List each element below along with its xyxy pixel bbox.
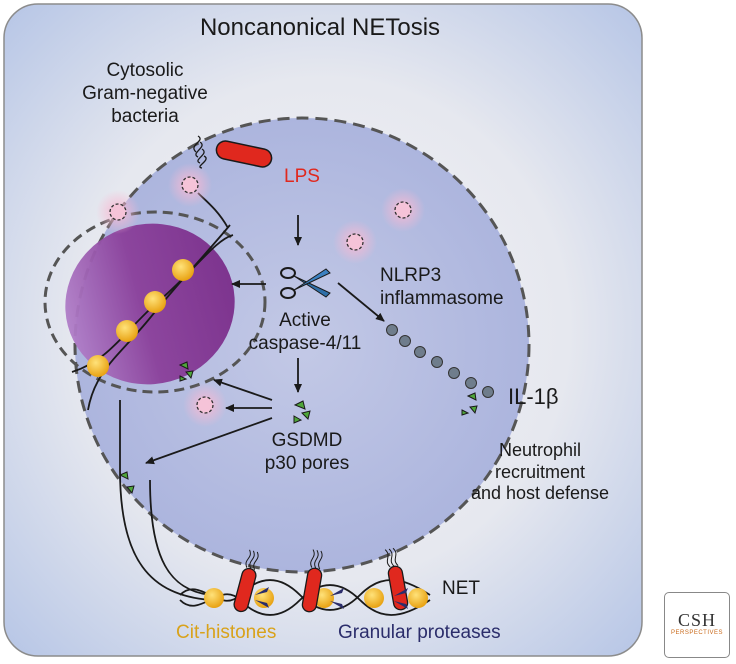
neutrophil-label: Neutrophil recruitment and host defense [470, 440, 610, 504]
gsdmd-pore [461, 392, 478, 416]
scissors-icon [280, 267, 331, 299]
lps-particle [96, 190, 140, 234]
histone-bead [172, 259, 194, 281]
granular-proteases-label: Granular proteases [338, 622, 501, 643]
nucleus-envelope [43, 210, 267, 394]
histone-bead [116, 320, 138, 342]
lps-label: LPS [284, 166, 320, 187]
net-bacterium [233, 549, 259, 613]
logo-top-text: CSH [677, 610, 716, 630]
net-bacterium [301, 549, 323, 613]
gsdmd-label: GSDMD p30 pores [264, 430, 350, 474]
arrow-gsdmd-to-membrane [145, 417, 273, 465]
dna-strand [149, 479, 211, 596]
diagram-title: Noncanonical NETosis [199, 14, 441, 41]
histone-bead [87, 355, 109, 377]
lps-particle [333, 220, 377, 264]
net-label: NET [442, 578, 480, 599]
bacterium-icon [193, 135, 273, 169]
il1b-chain [386, 324, 494, 398]
caspase-label: Active caspase-4/11 [248, 310, 362, 354]
bacteria-label: Cytosolic Gram-negative bacteria [82, 60, 208, 127]
gsdmd-pore [118, 471, 135, 495]
gsdmd-pore [178, 361, 194, 382]
lps-particle [183, 383, 227, 427]
net-chromatin [179, 579, 431, 616]
chromatin-strand [87, 224, 231, 411]
net-bacterium [384, 547, 409, 611]
arrow-to-nlrp3 [337, 282, 385, 322]
arrow-gsdmd-to-nucleus [213, 378, 273, 401]
lps-particle [168, 163, 212, 207]
protease-scissors-icon [255, 587, 408, 609]
gsdmd-pore [293, 400, 311, 424]
dna-strand [119, 400, 211, 601]
lps-particle [381, 188, 425, 232]
nlrp3-label: NLRP3 inflammasome [380, 265, 504, 309]
csh-perspectives-logo: CSH PERSPECTIVES [664, 592, 730, 658]
il1b-label: IL-1β [508, 384, 559, 409]
logo-bottom-text: PERSPECTIVES [670, 630, 723, 636]
cit-histones-label: Cit-histones [176, 622, 277, 643]
histone-bead [144, 291, 166, 313]
